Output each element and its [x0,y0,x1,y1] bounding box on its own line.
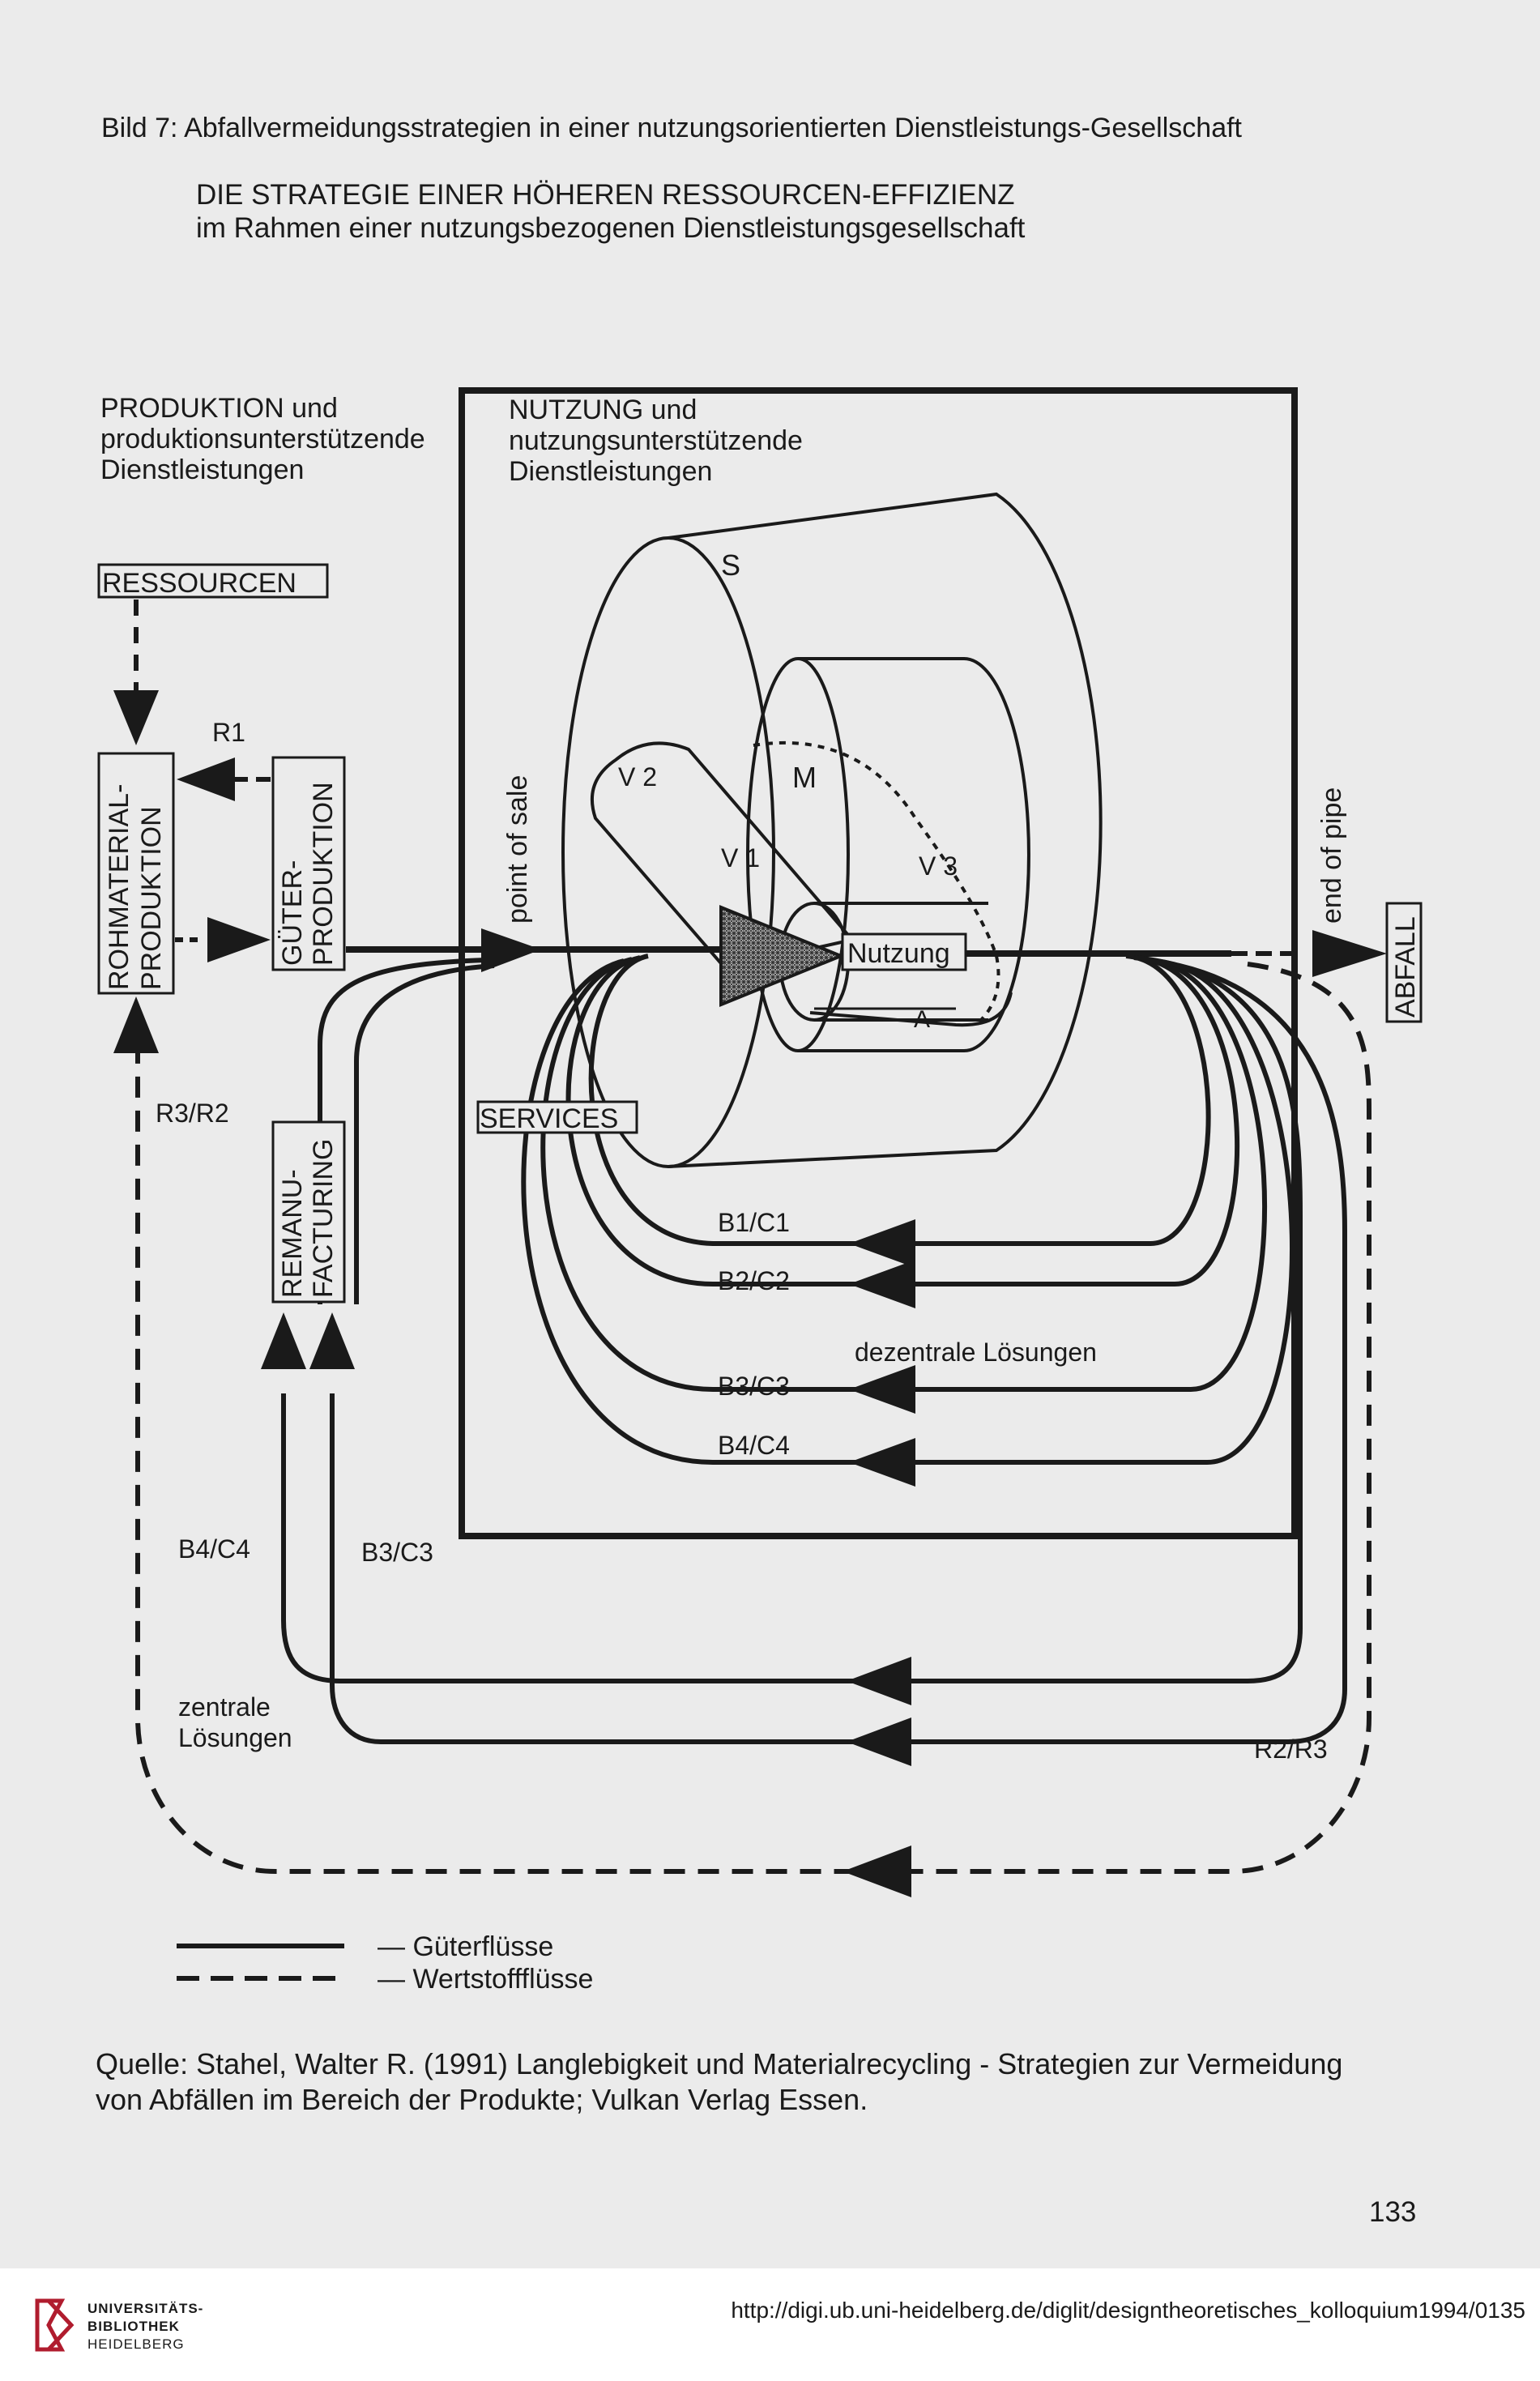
figure-caption: Bild 7: Abfallvermeidungsstrategien in e… [101,113,1242,143]
usage-heading-line1: NUTZUNG und [509,395,697,425]
gueter-label-1: GÜTER- [277,860,308,966]
outer-loop-arrows [261,1312,911,1766]
a-label: A [914,1006,930,1033]
source-citation-line1: Quelle: Stahel, Walter R. (1991) Langleb… [96,2047,1343,2080]
usage-heading: NUTZUNG und nutzungsunterstützende Diens… [509,395,803,487]
arrow-b1c1 [849,1219,915,1268]
arrow-b3c3-inner [849,1365,915,1414]
b4c4-inner-label: B4/C4 [718,1431,790,1460]
logo-text-line2: BIBLIOTHEK [87,2319,180,2334]
arrow-remanu-1 [261,1312,306,1369]
end-of-pipe-label: end of pipe [1316,787,1347,924]
production-heading-line2: produktionsunterstützende [100,424,425,454]
library-logo-icon [35,2298,75,2352]
b3c3-outer-label: B3/C3 [361,1538,433,1567]
remanufacturing-label-1: REMANU- [277,1169,308,1298]
arrow-b4c4-inner [849,1438,915,1487]
dezentrale-label: dezentrale Lösungen [855,1338,1097,1367]
b3c3-inner-label: B3/C3 [718,1372,790,1401]
arrow-outer-2 [847,1717,911,1766]
inner-loops [521,954,1295,1465]
v2-label: V 2 [618,762,657,792]
m-label: M [792,761,817,794]
library-footer: UNIVERSITÄTS- BIBLIOTHEK HEIDELBERG http… [0,2268,1540,2381]
ressourcen-box [97,563,329,599]
strategy-title: DIE STRATEGIE EINER HÖHEREN RESSOURCEN-E… [196,179,1015,211]
arrow-end-of-pipe [1312,930,1387,977]
hatched-triangle [719,905,846,1007]
strategy-subtitle: im Rahmen einer nutzungsbezogenen Dienst… [196,212,1026,244]
source-citation-line2: von Abfällen im Bereich der Produkte; Vu… [96,2083,868,2116]
arrow-r3r2-up [113,996,159,1053]
production-heading: PRODUKTION und produktionsunterstützende… [100,393,425,485]
a-loop [809,992,1013,1027]
arrow-b2c2 [849,1260,915,1308]
abfall-box [1385,902,1423,1023]
outer-loops [281,955,1347,1744]
page-number: 133 [1369,2196,1417,2228]
rohmaterial-label-1: ROHMATERIAL- [104,784,134,990]
b2c2-label: B2/C2 [718,1266,790,1295]
dashed-recycling-loop [135,962,1371,1874]
rohmaterial-label-2: PRODUKTION [136,806,167,990]
rohmaterial-box [97,752,175,995]
ressourcen-label: RESSOURCEN [102,568,296,599]
document-page: Bild 7: Abfallvermeidungsstrategien in e… [96,113,1423,2228]
arrow-to-gueter [207,917,271,962]
services-box [476,1100,638,1134]
inner-loop-arrows [849,1219,915,1487]
v3-label: V 3 [919,851,958,881]
b4c4-outer-label: B4/C4 [178,1534,250,1564]
arrow-point-of-sale [481,928,541,972]
remanufacturing-label-2: FACTURING [308,1139,339,1298]
arrow-dashed-bottom [843,1845,911,1897]
gueter-label-2: PRODUKTION [308,782,339,966]
zentrale-label-2: Lösungen [178,1723,292,1752]
services-label: SERVICES [480,1103,618,1134]
logo-text-line1: UNIVERSITÄTS- [87,2301,204,2316]
usage-heading-line3: Dienstleistungen [509,456,712,487]
arrow-remanu-2 [309,1312,355,1369]
arrow-ressourcen-down [113,690,159,745]
strategy-diagram: PRODUKTION und produktionsunterstützende… [97,387,1423,1995]
arrow-r1 [177,757,235,801]
r3r2-label: R3/R2 [156,1099,229,1128]
v3-dashed-curve [753,741,1000,1022]
v1-label: V 1 [721,843,760,873]
cylinder-m-front [746,657,850,1052]
legend-materials-label: — Wertstoffflüsse [378,1964,593,1995]
usage-heading-line2: nutzungsunterstützende [509,425,803,456]
s-label: S [721,548,740,582]
remanufacturing-box [271,1120,346,1304]
legend-goods-label: — Güterflüsse [378,1931,553,1962]
digital-library-url-link[interactable]: http://digi.ub.uni-heidelberg.de/diglit/… [731,2298,1525,2323]
point-of-sale-label: point of sale [502,775,533,924]
logo-text-line3: HEIDELBERG [87,2336,185,2352]
production-heading-line1: PRODUKTION und [100,393,338,424]
nutzung-label: Nutzung [847,938,950,969]
abfall-label: ABFALL [1390,916,1421,1018]
r1-label: R1 [212,718,245,747]
production-heading-line3: Dienstleistungen [100,454,304,485]
r2r3-label: R2/R3 [1254,1735,1328,1764]
b1c1-label: B1/C1 [718,1208,790,1237]
arrow-outer-1 [847,1657,911,1705]
gueter-box [271,756,346,971]
zentrale-label-1: zentrale [178,1692,271,1722]
